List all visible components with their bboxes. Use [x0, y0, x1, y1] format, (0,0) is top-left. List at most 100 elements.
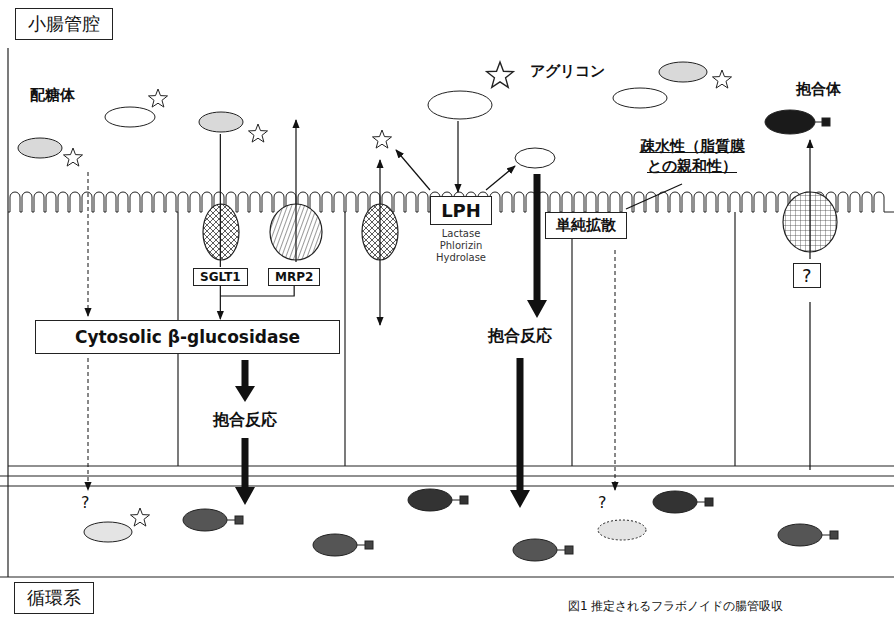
tissue-outline — [7, 48, 8, 577]
conjugate-molecule — [313, 534, 373, 556]
transporter-path — [220, 134, 221, 267]
flavonoid-molecule — [105, 107, 155, 127]
figure-caption: 図1 推定されるフラボノイドの腸管吸収 — [568, 598, 783, 615]
conjugate-molecule — [765, 110, 830, 134]
flavonoid-molecule — [63, 148, 82, 166]
flavonoid-molecule — [598, 520, 646, 540]
flavonoid-molecule — [148, 89, 167, 107]
molecule-label: 配糖体 — [30, 86, 75, 105]
transporter-label: SGLT1 — [193, 268, 248, 286]
transporter-symbol — [203, 204, 239, 260]
dashed-arrow — [615, 250, 616, 490]
conjugate-molecule — [765, 110, 815, 134]
region-label: 循環系 — [14, 582, 94, 614]
tissue-outline — [571, 212, 572, 466]
flavonoid-molecule — [199, 112, 243, 132]
unknown-mark: ? — [598, 493, 607, 512]
flavonoid-molecule — [487, 62, 514, 87]
conjugate-molecule — [513, 539, 573, 561]
thick-arrow — [510, 358, 530, 508]
tissue-outline — [0, 475, 894, 476]
flow-connector — [220, 286, 221, 319]
flow-arrow — [486, 166, 515, 190]
conjugate-molecule — [460, 496, 468, 504]
node-text: SGLT1 — [200, 270, 241, 284]
conjugate-molecule — [365, 541, 373, 549]
molecule-label: アグリコン — [530, 62, 605, 81]
conjugate-molecule — [778, 524, 838, 546]
enzyme-name: LPH — [430, 196, 492, 225]
conjugate-molecule — [227, 520, 235, 521]
flow-arrow — [396, 150, 430, 190]
flow-arrow — [379, 160, 380, 325]
flavonoid-molecule — [84, 522, 132, 542]
dashed-arrow — [88, 358, 89, 490]
conjugate-molecule — [452, 500, 460, 501]
reaction-label: 抱合反応 — [213, 410, 277, 431]
node-text: Cytosolic β-glucosidase — [44, 327, 331, 347]
transporter-label: MRP2 — [268, 268, 320, 286]
conjugate-molecule — [357, 545, 365, 546]
tissue-outline — [8, 465, 894, 466]
thick-arrow — [235, 360, 255, 402]
conjugate-molecule — [705, 498, 713, 506]
transporter-path — [220, 286, 294, 296]
flow-arrow — [809, 140, 810, 259]
conjugate-molecule — [778, 524, 822, 546]
conjugate-molecule — [697, 502, 705, 503]
conjugate-molecule — [815, 122, 822, 123]
flavonoid-molecule — [659, 62, 707, 82]
tissue-outline — [0, 576, 894, 577]
conjugate-molecule — [830, 531, 838, 539]
conjugate-molecule — [235, 516, 243, 524]
reaction-label: 抱合反応 — [488, 326, 552, 347]
flow-arrow — [296, 120, 810, 470]
node-text: ? — [802, 265, 812, 286]
node-text: 単純拡散 — [556, 216, 616, 235]
conjugate-molecule — [565, 546, 573, 554]
flavonoid-molecule — [130, 508, 149, 526]
enzyme-label: LPH Lactase Phlorizin Hydrolase — [428, 196, 494, 264]
enzyme-box: Cytosolic β-glucosidase — [35, 320, 340, 354]
conjugate-molecule — [513, 539, 557, 561]
flow-arrow — [809, 302, 810, 470]
enzyme-fullname: Lactase Phlorizin Hydrolase — [428, 228, 494, 264]
conjugate-molecule — [408, 489, 452, 511]
conjugate-molecule — [183, 509, 227, 531]
flow-arrow — [626, 184, 682, 209]
thick-arrow — [235, 438, 255, 505]
flavonoid-molecule — [428, 91, 492, 119]
region-label: 小腸管腔 — [15, 8, 113, 40]
molecule-label: 抱合体 — [796, 80, 841, 99]
node-text: 循環系 — [27, 586, 81, 610]
flavonoid-molecule — [248, 124, 267, 142]
flavonoid-molecule — [712, 70, 731, 88]
node-text: 小腸管腔 — [28, 12, 100, 36]
tissue-outline — [344, 212, 345, 466]
flavonoid-molecule — [372, 130, 391, 148]
conjugate-molecule — [822, 118, 830, 126]
conjugate-molecule — [653, 491, 713, 513]
flavonoid-molecule — [18, 138, 62, 158]
conjugate-molecule — [557, 550, 565, 551]
conjugate-molecule — [183, 509, 243, 531]
conjugate-molecule — [822, 535, 830, 536]
unknown-transporter-label: ? — [793, 263, 821, 288]
flow-arrow — [457, 121, 458, 192]
tissue-outline — [0, 485, 894, 486]
thick-arrow — [527, 174, 547, 318]
dashed-arrow — [88, 172, 89, 316]
unknown-mark: ? — [81, 493, 90, 512]
property-note: 疎水性（脂質膜との親和性） — [636, 136, 748, 177]
pathway-label: 単純拡散 — [545, 212, 627, 239]
conjugate-molecule — [313, 534, 357, 556]
flow-arrow — [295, 120, 296, 262]
tissue-outline — [734, 212, 735, 466]
flavonoid-molecule — [18, 62, 732, 542]
conjugate-molecule — [653, 491, 697, 513]
tissue-outline — [0, 48, 894, 577]
conjugate-molecule — [408, 489, 468, 511]
